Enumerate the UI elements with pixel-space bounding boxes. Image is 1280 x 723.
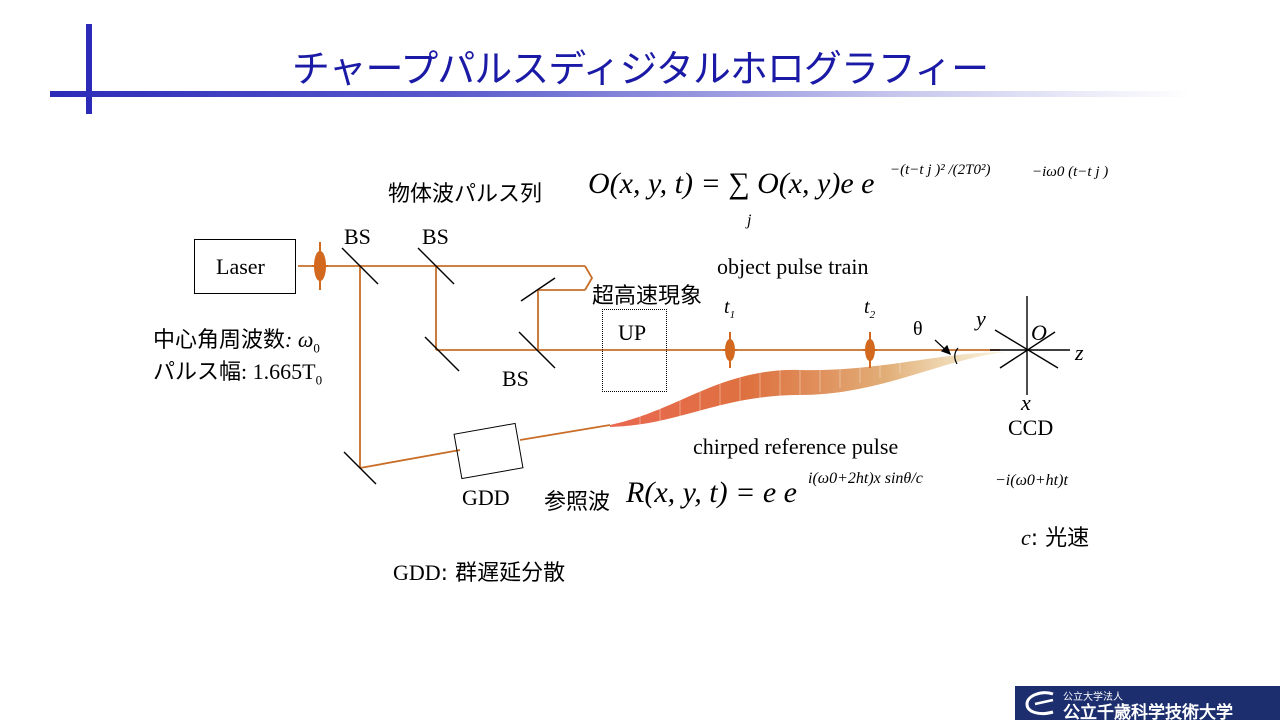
logo-top-text: 公立大学法人 — [1063, 692, 1123, 703]
mirror-reference — [343, 451, 377, 485]
object-pulse-train-label: object pulse train — [717, 254, 869, 279]
y-axis — [999, 331, 1056, 369]
chirp-fringes — [639, 358, 901, 428]
y-z-axis-1 — [994, 329, 1059, 369]
t1-label: t1 — [724, 296, 736, 321]
pulse-markers — [312, 242, 877, 368]
chirped-reference-shape — [610, 352, 1005, 427]
bs-label-3: BS — [502, 366, 529, 391]
title-vertical-bar — [86, 24, 92, 114]
ccd-label: CCD — [1008, 415, 1054, 440]
logo-main-text: 公立千歳科学技術大学 — [1063, 703, 1233, 723]
reference-exponent-2: −i(ω0+ht)t — [995, 472, 1068, 489]
chirped-reference-label: chirped reference pulse — [693, 434, 899, 459]
speed-of-light-note: c: 光速 — [1021, 525, 1090, 551]
x-axis-label: x — [1021, 390, 1031, 415]
mirror-lower-left — [424, 336, 460, 372]
university-logo: 公立大学法人 公立千歳科学技術大学 — [1015, 686, 1280, 723]
gdd-note: GDD: 群遅延分散 — [393, 560, 566, 586]
bs-2 — [417, 247, 455, 285]
bs-1 — [341, 247, 379, 285]
bs-3 — [518, 331, 556, 369]
gdd-label: GDD — [462, 485, 510, 510]
pulse-t1 — [723, 332, 737, 368]
pulse-t2 — [863, 332, 877, 368]
university-emblem-icon — [1025, 691, 1054, 716]
up-label: UP — [618, 320, 647, 345]
bs-label-2: BS — [422, 224, 449, 249]
reference-wave-label: 参照波 — [544, 490, 611, 515]
retro-reflector — [584, 265, 594, 291]
bs-label-1: BS — [344, 224, 371, 249]
center-frequency-param: 中心角周波数: ω0 — [153, 327, 320, 356]
ccd-axes — [990, 296, 1070, 395]
beam-paths — [298, 265, 1000, 469]
object-exponent-1: −(t−t j )² /(2T0²) — [890, 162, 991, 178]
theta-indicator — [934, 339, 959, 365]
object-exponent-2: −iω0 (t−t j ) — [1032, 164, 1109, 180]
beam-splitters — [341, 247, 556, 485]
reference-wave-formula: R(x, y, t) = e e — [626, 476, 797, 509]
up-box — [602, 309, 667, 392]
laser-pulse — [312, 242, 328, 290]
reference-to-gdd — [359, 449, 461, 469]
page-title: チャープパルスディジタルホログラフィー — [291, 47, 989, 91]
reference-exponent-1: i(ω0+2ht)x sinθ/c — [808, 470, 923, 487]
object-sum-index: j — [747, 212, 752, 229]
y-axis-label: y — [976, 306, 986, 331]
object-wave-formula: O(x, y, t) = ∑ O(x, y)e e — [588, 167, 875, 200]
laser-label: Laser — [216, 254, 265, 279]
t2-label: t2 — [864, 296, 876, 321]
mirror-upper — [520, 277, 556, 302]
z-axis-label: z — [1075, 340, 1084, 365]
gdd-to-chirp — [519, 424, 611, 441]
laser-box — [194, 239, 296, 294]
origin-label: O — [1031, 320, 1047, 345]
theta-label: θ — [913, 318, 923, 340]
title-underline-bar — [50, 91, 1190, 97]
object-wave-label: 物体波パルス列 — [388, 182, 543, 207]
ultrafast-phenomenon-label: 超高速現象 — [592, 284, 703, 309]
pulse-width-param: パルス幅: 1.665T0 — [153, 359, 323, 388]
